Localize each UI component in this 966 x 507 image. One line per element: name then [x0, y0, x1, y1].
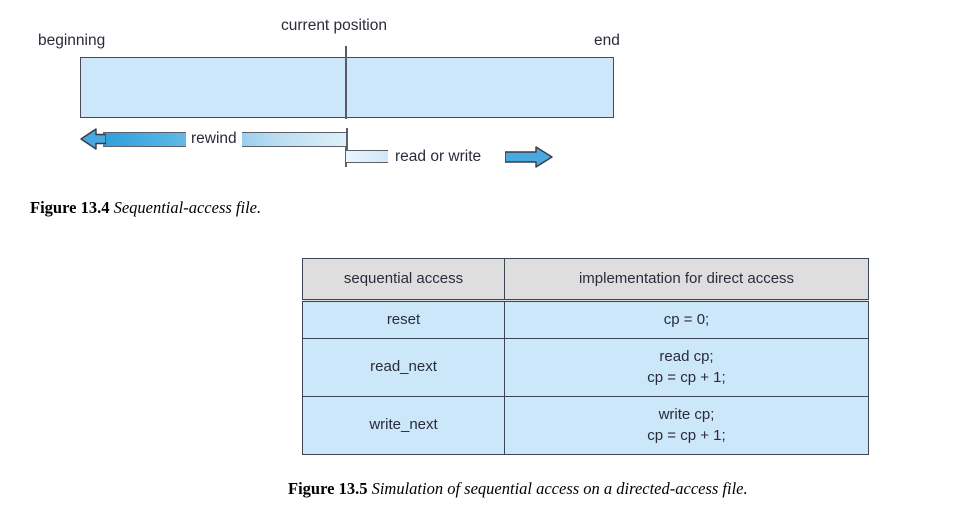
table-row: write_next write cp; cp = cp + 1;: [302, 396, 869, 455]
cell-implementation: cp = 0;: [504, 300, 869, 339]
read-or-write-arrow-right-icon: [505, 146, 553, 168]
table-header-row: sequential access implementation for dir…: [302, 258, 869, 302]
figure-13-5-caption-text: Simulation of sequential access on a dir…: [371, 479, 748, 498]
figure-13-5-table: sequential access implementation for dir…: [302, 258, 869, 455]
figure-13-5-caption: Figure 13.5 Simulation of sequential acc…: [288, 479, 748, 499]
read-or-write-arrow-shaft: [346, 150, 388, 163]
read-or-write-arrow-label: read or write: [395, 148, 482, 165]
read-or-write-arrow-group: read or write: [345, 146, 553, 168]
label-end: end: [594, 32, 620, 49]
cell-implementation: write cp; cp = cp + 1;: [504, 396, 869, 455]
rewind-arrow-left-icon: [80, 128, 106, 150]
code-line: cp = cp + 1;: [647, 368, 726, 386]
figure-13-5-caption-number: Figure 13.5: [288, 479, 368, 498]
figure-13-4-caption: Figure 13.4 Sequential-access file.: [30, 198, 261, 218]
read-or-write-start-tick: [345, 146, 347, 167]
table-row: reset cp = 0;: [302, 300, 869, 339]
cell-operation: reset: [302, 300, 505, 339]
column-header-implementation: implementation for direct access: [504, 258, 869, 302]
figure-13-4-diagram: beginning current position end rewind re…: [0, 0, 966, 185]
figure-13-4-caption-number: Figure 13.4: [30, 198, 110, 217]
label-current-position: current position: [281, 17, 387, 34]
sequential-file-bar: [80, 57, 614, 118]
label-beginning: beginning: [38, 32, 106, 49]
column-header-sequential-access: sequential access: [302, 258, 505, 302]
code-line: write cp;: [658, 405, 715, 423]
rewind-arrow-label: rewind: [186, 129, 242, 149]
code-line: cp = 0;: [663, 310, 710, 328]
code-line: read cp;: [659, 347, 714, 365]
code-line: cp = cp + 1;: [647, 426, 726, 444]
table-row: read_next read cp; cp = cp + 1;: [302, 338, 869, 397]
rewind-arrow-end-tick: [346, 128, 348, 150]
cell-operation: write_next: [302, 396, 505, 455]
cell-operation: read_next: [302, 338, 505, 397]
current-position-marker-line: [345, 46, 347, 119]
cell-implementation: read cp; cp = cp + 1;: [504, 338, 869, 397]
figure-13-4-caption-text: Sequential-access file.: [113, 198, 262, 217]
